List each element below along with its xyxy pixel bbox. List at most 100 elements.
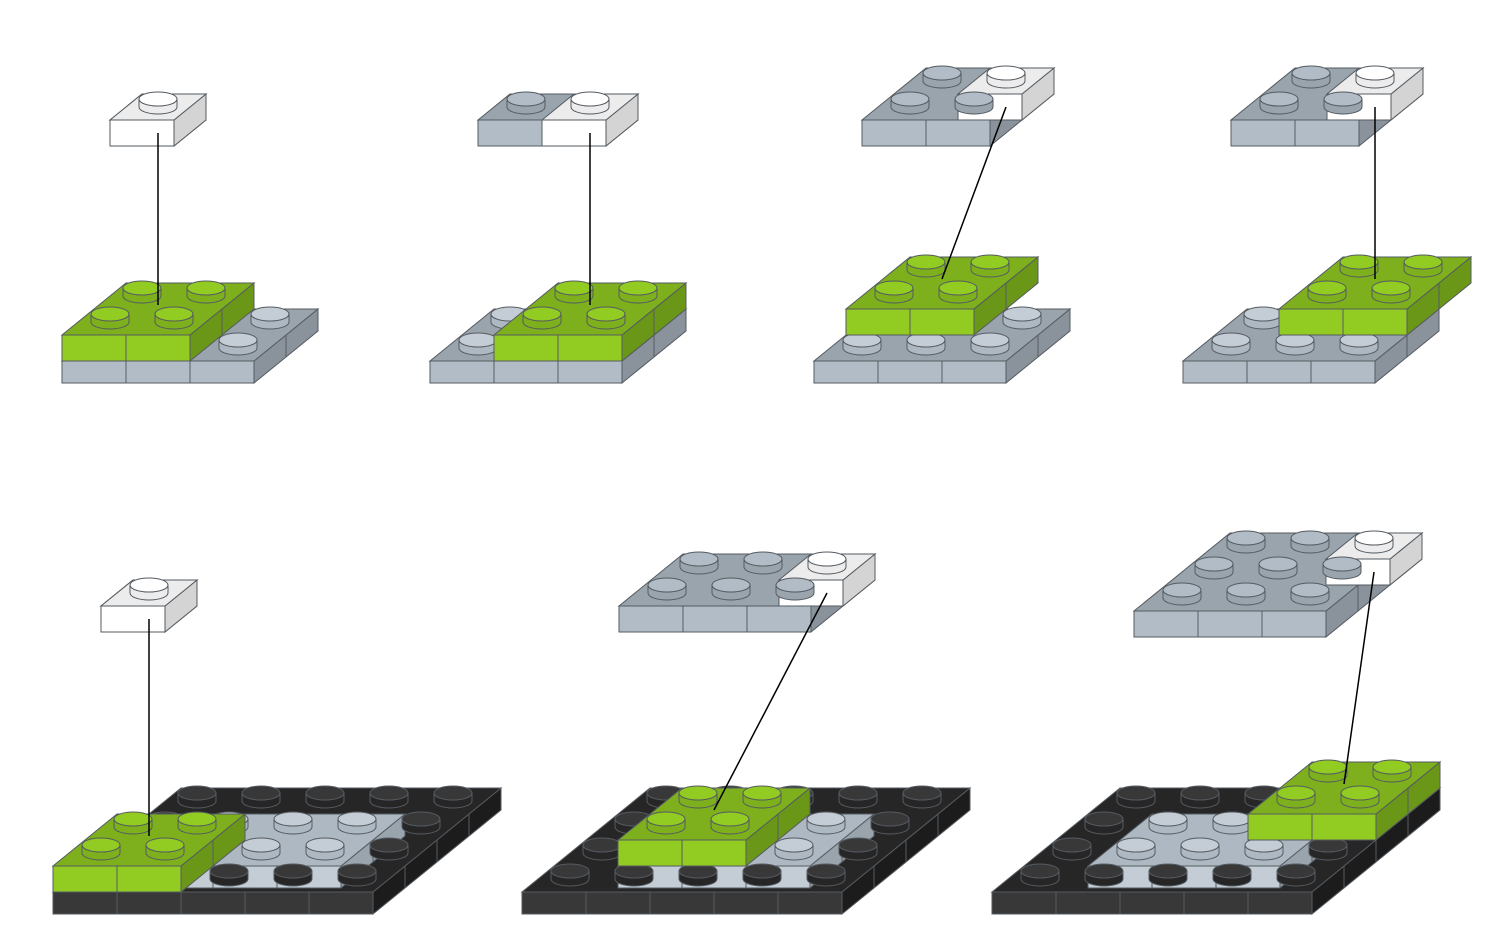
kernel-stud [1339, 254, 1379, 278]
stud [1002, 306, 1042, 330]
stud [1084, 811, 1124, 835]
stud [1339, 332, 1379, 356]
stud [1258, 556, 1298, 580]
stud [807, 551, 847, 575]
kernel-stud [1276, 785, 1316, 809]
stud [774, 837, 814, 861]
stud [1194, 556, 1234, 580]
kernel-stud [970, 254, 1010, 278]
stud [1148, 811, 1188, 835]
kernel-stud [586, 306, 626, 330]
output-cell-active [99, 578, 199, 634]
kernel-stud [177, 811, 217, 835]
stud [1084, 863, 1124, 887]
kernel-stud [618, 280, 658, 304]
kernel-stud [113, 811, 153, 835]
stud [1275, 332, 1315, 356]
kernel-stud [906, 254, 946, 278]
stud [337, 811, 377, 835]
stud [775, 577, 815, 601]
stud [337, 863, 377, 887]
stud [250, 306, 290, 330]
projection-line [941, 106, 1007, 280]
stud [369, 785, 409, 809]
panel-no-padding-step-1 [60, 91, 320, 385]
kernel-stud [742, 785, 782, 809]
kernel-stud [122, 280, 162, 304]
stud [582, 837, 622, 861]
stud [1323, 91, 1363, 115]
stud [678, 863, 718, 887]
stud [1308, 837, 1348, 861]
stud [138, 91, 178, 115]
stud [241, 785, 281, 809]
kernel-stud [1403, 254, 1443, 278]
stud [129, 577, 169, 601]
kernel-stud [186, 280, 226, 304]
kernel-stud [938, 280, 978, 304]
stud [305, 837, 345, 861]
stud [1259, 91, 1299, 115]
stud [1180, 837, 1220, 861]
stud [1243, 306, 1283, 330]
stud [922, 65, 962, 89]
stud [902, 785, 942, 809]
stud [1148, 863, 1188, 887]
stud [647, 577, 687, 601]
stud [1180, 785, 1220, 809]
kernel-stud [90, 306, 130, 330]
kernel-stud [1371, 280, 1411, 304]
kernel-stud [154, 306, 194, 330]
kernel-stud [678, 785, 718, 809]
stud [570, 91, 610, 115]
stud [1276, 863, 1316, 887]
stud [838, 837, 878, 861]
stud [273, 811, 313, 835]
stud [614, 863, 654, 887]
panel-padding-step-3 [990, 530, 1442, 916]
panel-no-padding-step-2 [428, 91, 688, 385]
stud [954, 91, 994, 115]
kernel-stud [522, 306, 562, 330]
stud [1291, 65, 1331, 89]
stud [433, 785, 473, 809]
projection-line [1343, 571, 1375, 785]
stud [550, 863, 590, 887]
stud [209, 863, 249, 887]
stud [806, 811, 846, 835]
kernel-stud [1307, 280, 1347, 304]
stud [1212, 811, 1252, 835]
panel-no-padding-step-3 [812, 65, 1072, 385]
panel-no-padding-step-4 [1181, 65, 1473, 385]
stud [1162, 582, 1202, 606]
stud [1290, 582, 1330, 606]
stud [1212, 863, 1252, 887]
stud [1244, 837, 1284, 861]
stud [506, 91, 546, 115]
panel-padding-step-2 [520, 551, 972, 916]
kernel-stud [81, 837, 121, 861]
stud [711, 577, 751, 601]
stud [177, 785, 217, 809]
kernel-stud [554, 280, 594, 304]
stud [970, 332, 1010, 356]
stud [906, 332, 946, 356]
stud [986, 65, 1026, 89]
stud [1211, 332, 1251, 356]
stud [1020, 863, 1060, 887]
projection-line [713, 592, 828, 811]
kernel-stud [1372, 759, 1412, 783]
kernel-stud [874, 280, 914, 304]
stud [842, 332, 882, 356]
kernel-stud [1340, 785, 1380, 809]
kernel-stud [1308, 759, 1348, 783]
stud [241, 837, 281, 861]
stud [1226, 582, 1266, 606]
stud [401, 811, 441, 835]
stud [679, 551, 719, 575]
panel-padding-step-1 [51, 577, 503, 916]
stud [806, 863, 846, 887]
stud [1290, 530, 1330, 554]
stud [838, 785, 878, 809]
stud [218, 332, 258, 356]
